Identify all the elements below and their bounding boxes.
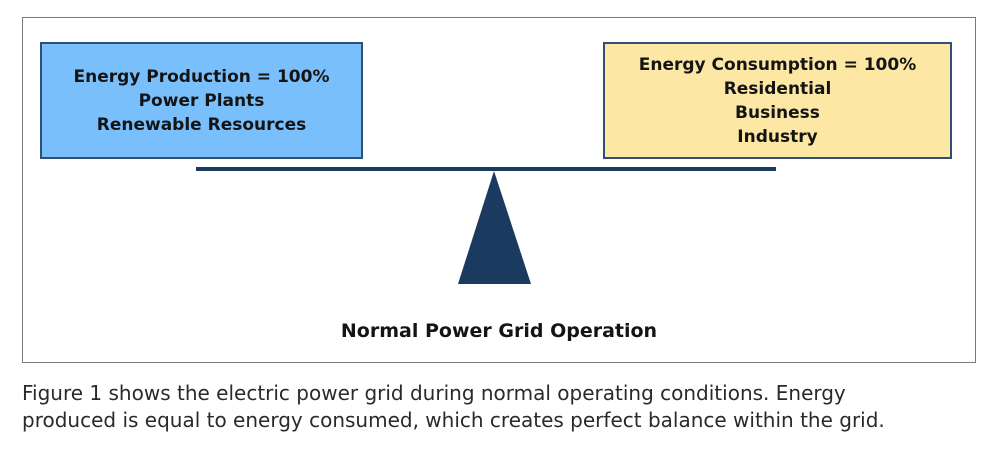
fulcrum-triangle [458, 171, 531, 284]
production-line-3: Renewable Resources [96, 115, 307, 135]
figure-caption: Figure 1 shows the electric power grid d… [22, 380, 982, 434]
energy-consumption-box: Energy Consumption = 100% Residential Bu… [603, 42, 952, 159]
caption-line-2: produced is equal to energy consumed, wh… [22, 408, 885, 432]
production-line-1: Energy Production = 100% [73, 67, 330, 87]
consumption-line-3: Business [735, 103, 820, 123]
diagram-title: Normal Power Grid Operation [340, 320, 658, 342]
consumption-line-2: Residential [723, 79, 832, 99]
production-line-2: Power Plants [138, 91, 265, 111]
caption-line-1: Figure 1 shows the electric power grid d… [22, 381, 846, 405]
balance-beam [196, 167, 776, 171]
consumption-line-1: Energy Consumption = 100% [638, 55, 917, 75]
consumption-line-4: Industry [737, 127, 818, 147]
energy-production-box: Energy Production = 100% Power Plants Re… [40, 42, 363, 159]
